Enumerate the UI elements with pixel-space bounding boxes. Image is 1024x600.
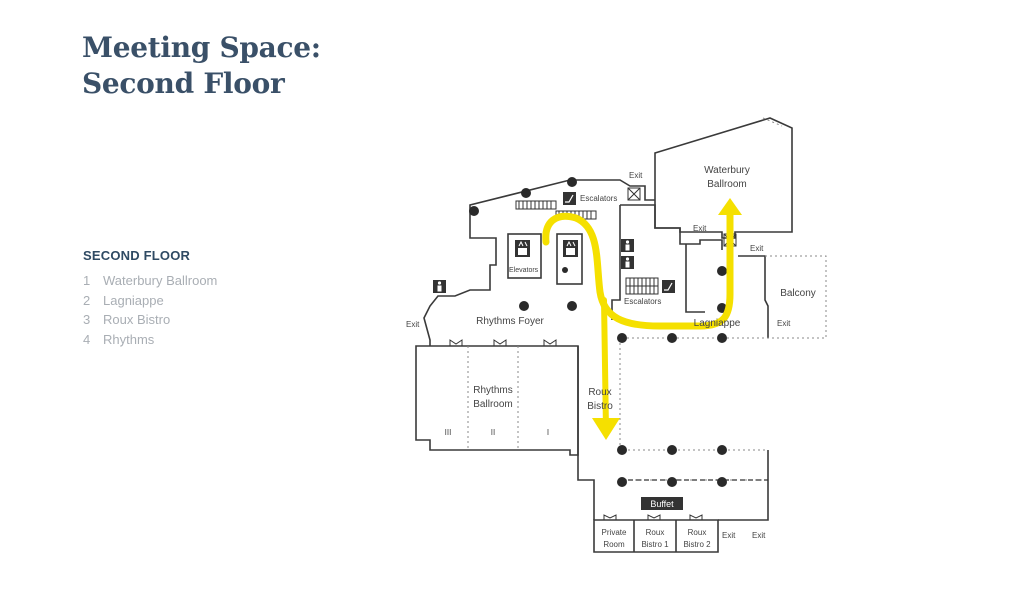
rhythms-section-1: I bbox=[547, 428, 549, 437]
elevator-box-right bbox=[556, 233, 583, 285]
walls bbox=[415, 117, 793, 553]
exit-label: Exit bbox=[629, 171, 643, 180]
exit-label: Exit bbox=[722, 531, 736, 540]
room-label-rhythms-ballroom[interactable]: Rhythms bbox=[473, 385, 512, 396]
room-label-rhythms-foyer[interactable]: Rhythms Foyer bbox=[476, 316, 544, 327]
restroom-icon bbox=[621, 239, 634, 252]
exit-label: Exit bbox=[750, 244, 764, 253]
buffet-badge bbox=[641, 497, 683, 510]
room-label-waterbury[interactable]: Waterbury bbox=[704, 165, 750, 176]
room-label-roux-bistro-2[interactable]: Bistro bbox=[587, 401, 613, 412]
door-icons bbox=[449, 187, 737, 520]
legend-item-number: 3 bbox=[83, 312, 91, 327]
room-label-roux-bistro[interactable]: Roux bbox=[588, 387, 611, 398]
buffet-label: Buffet bbox=[650, 499, 674, 509]
legend-item-label: Rhythms bbox=[103, 331, 155, 347]
escalator-icon bbox=[563, 192, 576, 205]
escalators bbox=[515, 200, 659, 295]
room-label-roux-bistro-1-2[interactable]: Bistro 1 bbox=[641, 540, 669, 549]
room-label-roux-bistro-2[interactable]: Roux bbox=[688, 528, 707, 537]
page-title-line1: Meeting Space: bbox=[82, 31, 321, 64]
room-label-private-room[interactable]: Private bbox=[602, 528, 627, 537]
elevator-icon bbox=[563, 240, 578, 257]
route-arrow-up-icon bbox=[718, 198, 742, 215]
room-label-balcony[interactable]: Balcony bbox=[780, 288, 816, 299]
room-label-lagniappe[interactable]: Lagniappe bbox=[694, 318, 741, 329]
legend-item-waterbury[interactable]: 1 Waterbury Ballroom bbox=[83, 271, 217, 291]
restroom-icon bbox=[433, 280, 446, 293]
legend-item-lagniappe[interactable]: 2 Lagniappe bbox=[83, 291, 217, 311]
exit-label: Exit bbox=[693, 224, 707, 233]
exit-label: Exit bbox=[777, 319, 791, 328]
legend-heading: SECOND FLOOR bbox=[83, 248, 191, 263]
rhythms-section-3: III bbox=[445, 428, 452, 437]
room-label-roux-bistro-2-2[interactable]: Bistro 2 bbox=[683, 540, 711, 549]
legend-item-label: Waterbury Ballroom bbox=[103, 273, 218, 288]
legend-item-roux-bistro[interactable]: 3 Roux Bistro bbox=[83, 310, 217, 330]
escalator-icon bbox=[662, 280, 675, 293]
legend-item-rhythms[interactable]: 4 Rhythms bbox=[83, 330, 217, 350]
legend-item-label: Lagniappe bbox=[103, 292, 164, 308]
room-label-waterbury-2[interactable]: Ballroom bbox=[707, 179, 746, 190]
page-title-line2: Second Floor bbox=[82, 67, 285, 100]
exit-label: Exit bbox=[406, 320, 420, 329]
room-label-private-room-2[interactable]: Room bbox=[603, 540, 625, 549]
legend-item-number: 1 bbox=[83, 273, 91, 288]
exit-label: Exit bbox=[752, 531, 766, 540]
floor-legend: SECOND FLOOR 1 Waterbury Ballroom 2 Lagnia… bbox=[83, 248, 217, 349]
escalators-label-mid: Escalators bbox=[624, 297, 661, 306]
page-title: Meeting Space: Second Floor bbox=[82, 30, 321, 102]
route-arrow-down-icon bbox=[592, 418, 620, 440]
elevators-label: Elevators bbox=[509, 267, 539, 274]
columns bbox=[469, 177, 727, 487]
restroom-icon bbox=[621, 256, 634, 269]
legend-item-label: Roux Bistro bbox=[103, 312, 171, 327]
waterbury-ballroom-outline bbox=[654, 117, 793, 239]
rhythms-section-2: II bbox=[491, 428, 495, 437]
room-label-roux-bistro-1[interactable]: Roux bbox=[646, 528, 665, 537]
room-label-rhythms-ballroom-2[interactable]: Ballroom bbox=[473, 399, 512, 410]
legend-item-number: 4 bbox=[83, 331, 91, 347]
elevator-box-left bbox=[507, 233, 542, 279]
escalators-label-top: Escalators bbox=[580, 194, 617, 203]
route-path bbox=[542, 204, 734, 433]
elevator-icon bbox=[515, 240, 530, 257]
legend-item-number: 2 bbox=[83, 292, 91, 308]
